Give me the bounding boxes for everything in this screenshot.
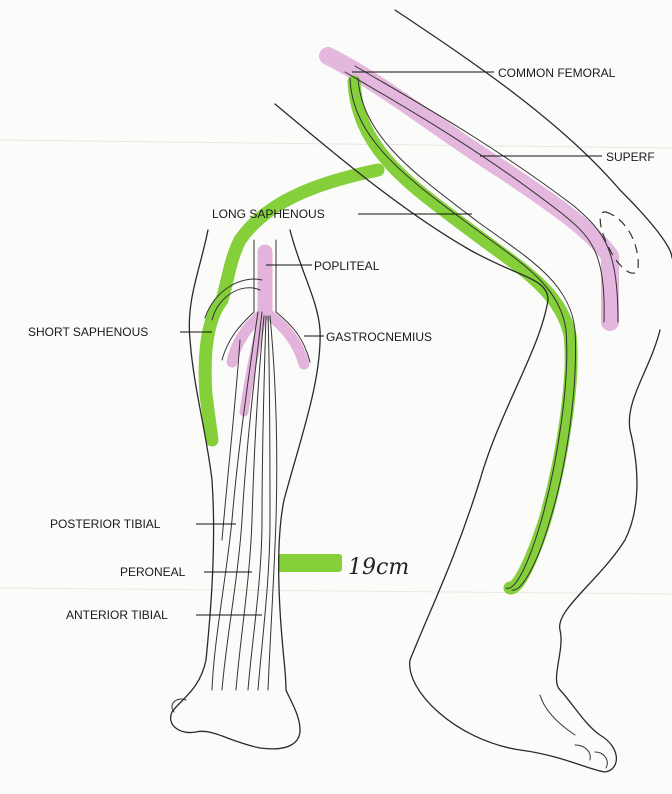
label-gastrocnemius: GASTROCNEMIUS [326,330,432,344]
label-peroneal: PERONEAL [120,565,186,579]
short-saphenous-highlight [205,300,222,440]
label-posterior-tibial: POSTERIOR TIBIAL [50,517,161,531]
label-popliteal: POPLITEAL [314,259,380,273]
label-short-saphenous: SHORT SAPHENOUS [28,325,148,339]
measurement-bar [278,554,342,572]
left-leg-outline [171,230,321,749]
measurement-annotation: 19cm [348,555,409,580]
femoral-vein-highlight [328,56,610,322]
right-leg-outline [275,10,672,772]
label-long-saphenous: LONG SAPHENOUS [212,207,325,221]
label-anterior-tibial: ANTERIOR TIBIAL [66,608,168,622]
long-saphenous-arc-highlight [222,170,378,300]
label-common-femoral: COMMON FEMORAL [498,66,616,80]
label-superficial-femoral: SUPERF [606,150,655,164]
deep-vein-highlights [232,56,610,412]
